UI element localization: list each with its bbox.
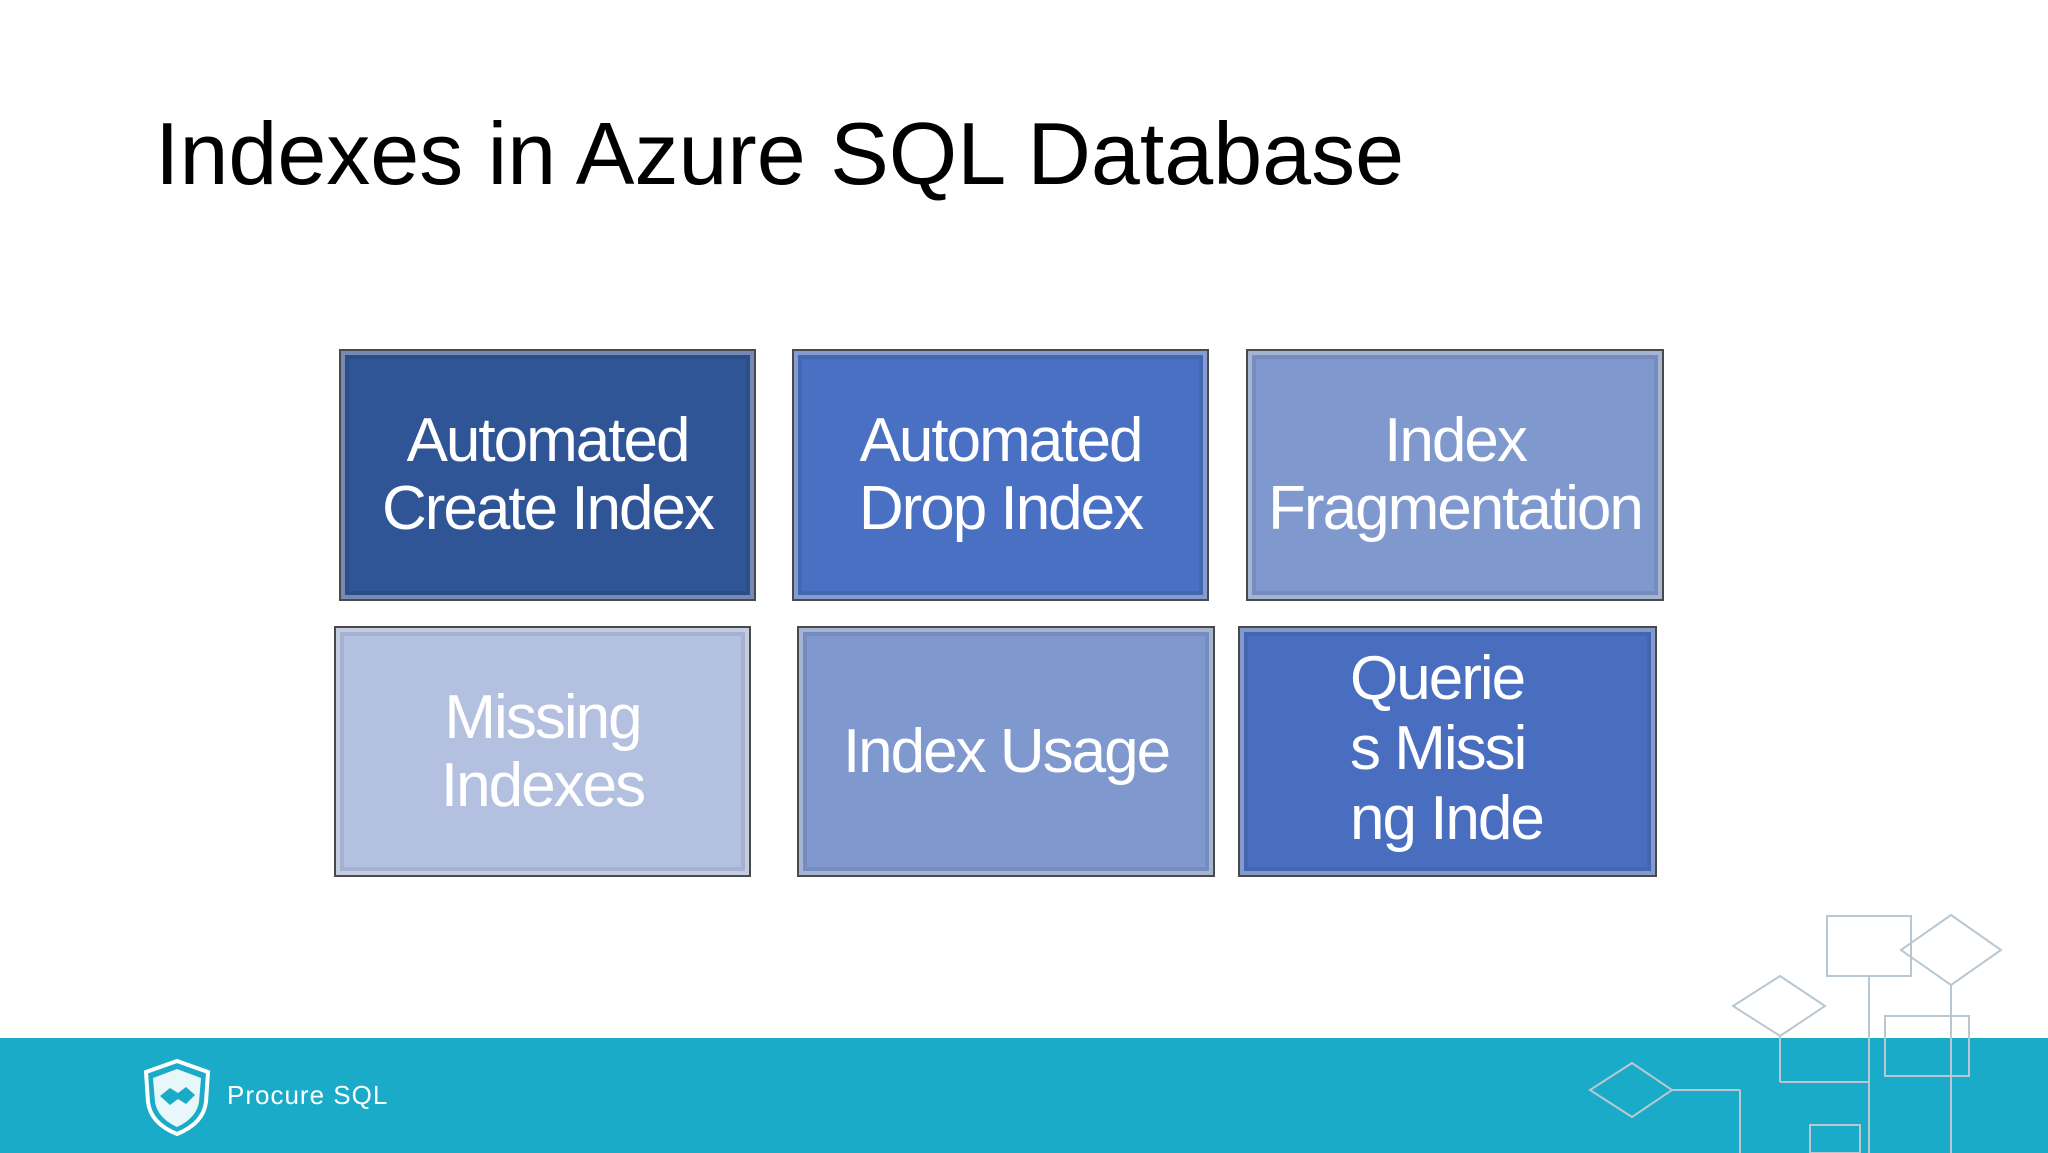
box-label: Index Usage: [842, 716, 1171, 786]
box-label: Automated Drop Index: [858, 406, 1144, 543]
flowchart-decoration-icon: [1588, 913, 2003, 1153]
box-queries-missing-indexes: Queries Missing Indexes: [1238, 626, 1657, 877]
box-index-usage: Index Usage: [797, 626, 1215, 877]
box-index-fragmentation: Index Fragmentation: [1246, 349, 1664, 601]
footer-bar: [0, 1038, 2048, 1153]
box-label: Missing Indexes: [440, 682, 646, 820]
box-missing-indexes: Missing Indexes: [334, 626, 751, 877]
shield-handshake-icon: [142, 1058, 212, 1137]
slide-title: Indexes in Azure SQL Database: [155, 104, 1405, 203]
brand-name: Procure SQL: [227, 1080, 389, 1110]
box-label: Queries Missing Indexes: [1350, 644, 1545, 875]
box-automated-drop-index: Automated Drop Index: [792, 349, 1209, 601]
box-label: Index Fragmentation: [1268, 406, 1644, 543]
box-automated-create-index: Automated Create Index: [339, 349, 756, 601]
box-label: Automated Create Index: [382, 406, 715, 543]
